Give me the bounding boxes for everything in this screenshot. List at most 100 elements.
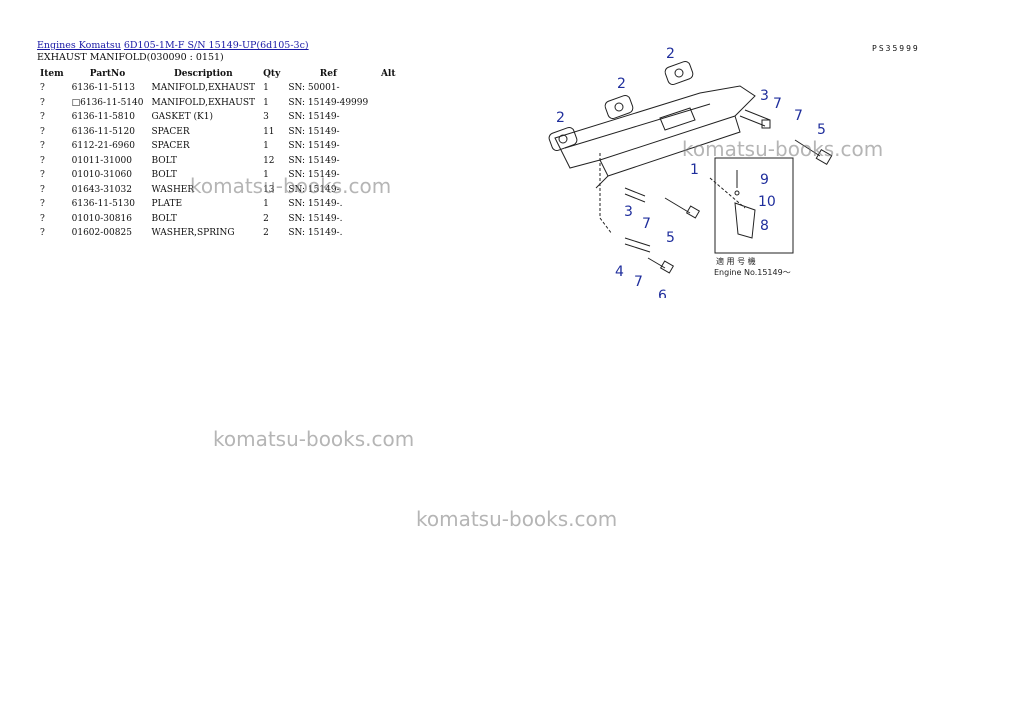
cell-item: ? (40, 199, 45, 210)
table-row: ? 6136-11-5810 GASKET (K1) 3 SN: 15149- (36, 110, 404, 125)
breadcrumb: Engines Komatsu 6D105-1M-F S/N 15149-UP(… (37, 40, 309, 51)
cell-alt (372, 226, 404, 241)
cell-alt (372, 81, 404, 96)
cell-qty: 1 (263, 170, 269, 181)
cell-qty: 13 (263, 184, 275, 195)
cell-ref: SN: 15149-49999 (288, 97, 369, 108)
cell-ref: SN: 15149-. (288, 199, 343, 210)
inset-note-jp: 適 用 号 機 (716, 256, 756, 266)
callout-3-low: 3 (624, 204, 633, 220)
cell-ref: SN: 15149- (288, 184, 340, 195)
cell-alt (372, 183, 404, 198)
col-header-description: Description (173, 68, 233, 79)
callout-3-top: 3 (760, 88, 769, 104)
cell-qty: 1 (263, 83, 269, 94)
cell-alt (372, 96, 404, 111)
cell-qty: 1 (263, 97, 269, 108)
cell-description: SPACER (151, 126, 190, 137)
callout-2a: 2 (666, 46, 675, 62)
cell-alt (372, 212, 404, 227)
cell-item: ? (40, 97, 45, 108)
cell-partno: 01010-30816 (71, 213, 132, 224)
cell-description: WASHER (151, 184, 195, 195)
cell-qty: 1 (263, 141, 269, 152)
callout-5-top: 5 (817, 122, 826, 138)
cell-qty: 3 (263, 112, 269, 123)
callout-1: 1 (690, 162, 699, 178)
cell-partno: 01011-31000 (71, 155, 132, 166)
watermark-3: komatsu-books.com (213, 427, 415, 451)
cell-description: SPACER (151, 141, 190, 152)
callout-7-mid: 7 (794, 108, 803, 124)
cell-partno: 01010-31060 (71, 170, 132, 181)
cell-item: ? (40, 170, 45, 181)
callout-2c: 2 (556, 110, 565, 126)
cell-description: BOLT (151, 155, 177, 166)
cell-ref: SN: 15149- (288, 126, 340, 137)
callout-10: 10 (758, 194, 776, 210)
table-row: ? 01010-30816 BOLT 2 SN: 15149-. (36, 212, 404, 227)
cell-description: MANIFOLD,EXHAUST (151, 97, 256, 108)
exhaust-manifold-diagram: 2 2 2 3 7 7 5 1 9 10 8 3 7 5 4 7 6 適 用 号… (548, 46, 833, 298)
cell-alt (372, 154, 404, 169)
callout-7-top: 7 (773, 96, 782, 112)
cell-alt (372, 125, 404, 140)
cell-description: GASKET (K1) (151, 112, 213, 123)
parts-table: Item PartNo Description Qty Ref Alt ? 613… (36, 66, 404, 241)
cell-ref: SN: 15149- (288, 155, 340, 166)
cell-ref: SN: 15149- (288, 170, 340, 181)
col-header-item: Item (40, 68, 64, 79)
cell-item: ? (40, 83, 45, 94)
cell-description: WASHER,SPRING (151, 228, 235, 239)
breadcrumb-link-model[interactable]: 6D105-1M-F S/N 15149-UP(6d105-3c) (123, 40, 309, 51)
callout-7-low: 7 (642, 216, 651, 232)
table-row: ? 01643-31032 WASHER 13 SN: 15149- (36, 183, 404, 198)
parts-table-header: Item PartNo Description Qty Ref Alt (36, 66, 404, 81)
cell-ref: SN: 15149-. (288, 228, 343, 239)
watermark-4: komatsu-books.com (416, 507, 618, 531)
callout-5-low: 5 (666, 230, 675, 246)
cell-description: BOLT (151, 213, 177, 224)
callout-2b: 2 (617, 76, 626, 92)
cell-qty: 2 (263, 228, 269, 239)
col-header-ref: Ref (319, 68, 337, 79)
cell-qty: 11 (263, 126, 275, 137)
cell-item: ? (40, 126, 45, 137)
cell-partno: 01602-00825 (71, 228, 132, 239)
cell-ref: SN: 50001- (288, 83, 340, 94)
breadcrumb-link-engines[interactable]: Engines Komatsu (37, 40, 121, 51)
cell-item: ? (40, 112, 45, 123)
diagram-code: PS35999 (872, 44, 920, 53)
col-header-partno: PartNo (89, 68, 126, 79)
table-row: ? 01011-31000 BOLT 12 SN: 15149- (36, 154, 404, 169)
cell-partno: 6112-21-6960 (71, 141, 135, 152)
cell-ref: SN: 15149- (288, 112, 340, 123)
cell-item: ? (40, 213, 45, 224)
cell-partno: 6136-11-5120 (71, 126, 135, 137)
cell-alt (372, 110, 404, 125)
callout-6: 6 (658, 288, 667, 298)
cell-item: ? (40, 155, 45, 166)
cell-alt (372, 168, 404, 183)
table-row: ? 01010-31060 BOLT 1 SN: 15149- (36, 168, 404, 183)
cell-partno: 6136-11-5810 (71, 112, 135, 123)
cell-alt (372, 139, 404, 154)
callout-9: 9 (760, 172, 769, 188)
callout-4: 4 (615, 264, 624, 280)
cell-description: BOLT (151, 170, 177, 181)
cell-partno: 01643-31032 (71, 184, 132, 195)
table-row: ? 6136-11-5120 SPACER 11 SN: 15149- (36, 125, 404, 140)
page-subtitle: EXHAUST MANIFOLD(030090 : 0151) (37, 52, 224, 63)
cell-qty: 12 (263, 155, 275, 166)
cell-ref: SN: 15149- (288, 141, 340, 152)
cell-item: ? (40, 184, 45, 195)
cell-qty: 1 (263, 199, 269, 210)
col-header-qty: Qty (263, 68, 281, 79)
cell-ref: SN: 15149-. (288, 213, 343, 224)
cell-qty: 2 (263, 213, 269, 224)
cell-alt (372, 197, 404, 212)
cell-description: PLATE (151, 199, 183, 210)
